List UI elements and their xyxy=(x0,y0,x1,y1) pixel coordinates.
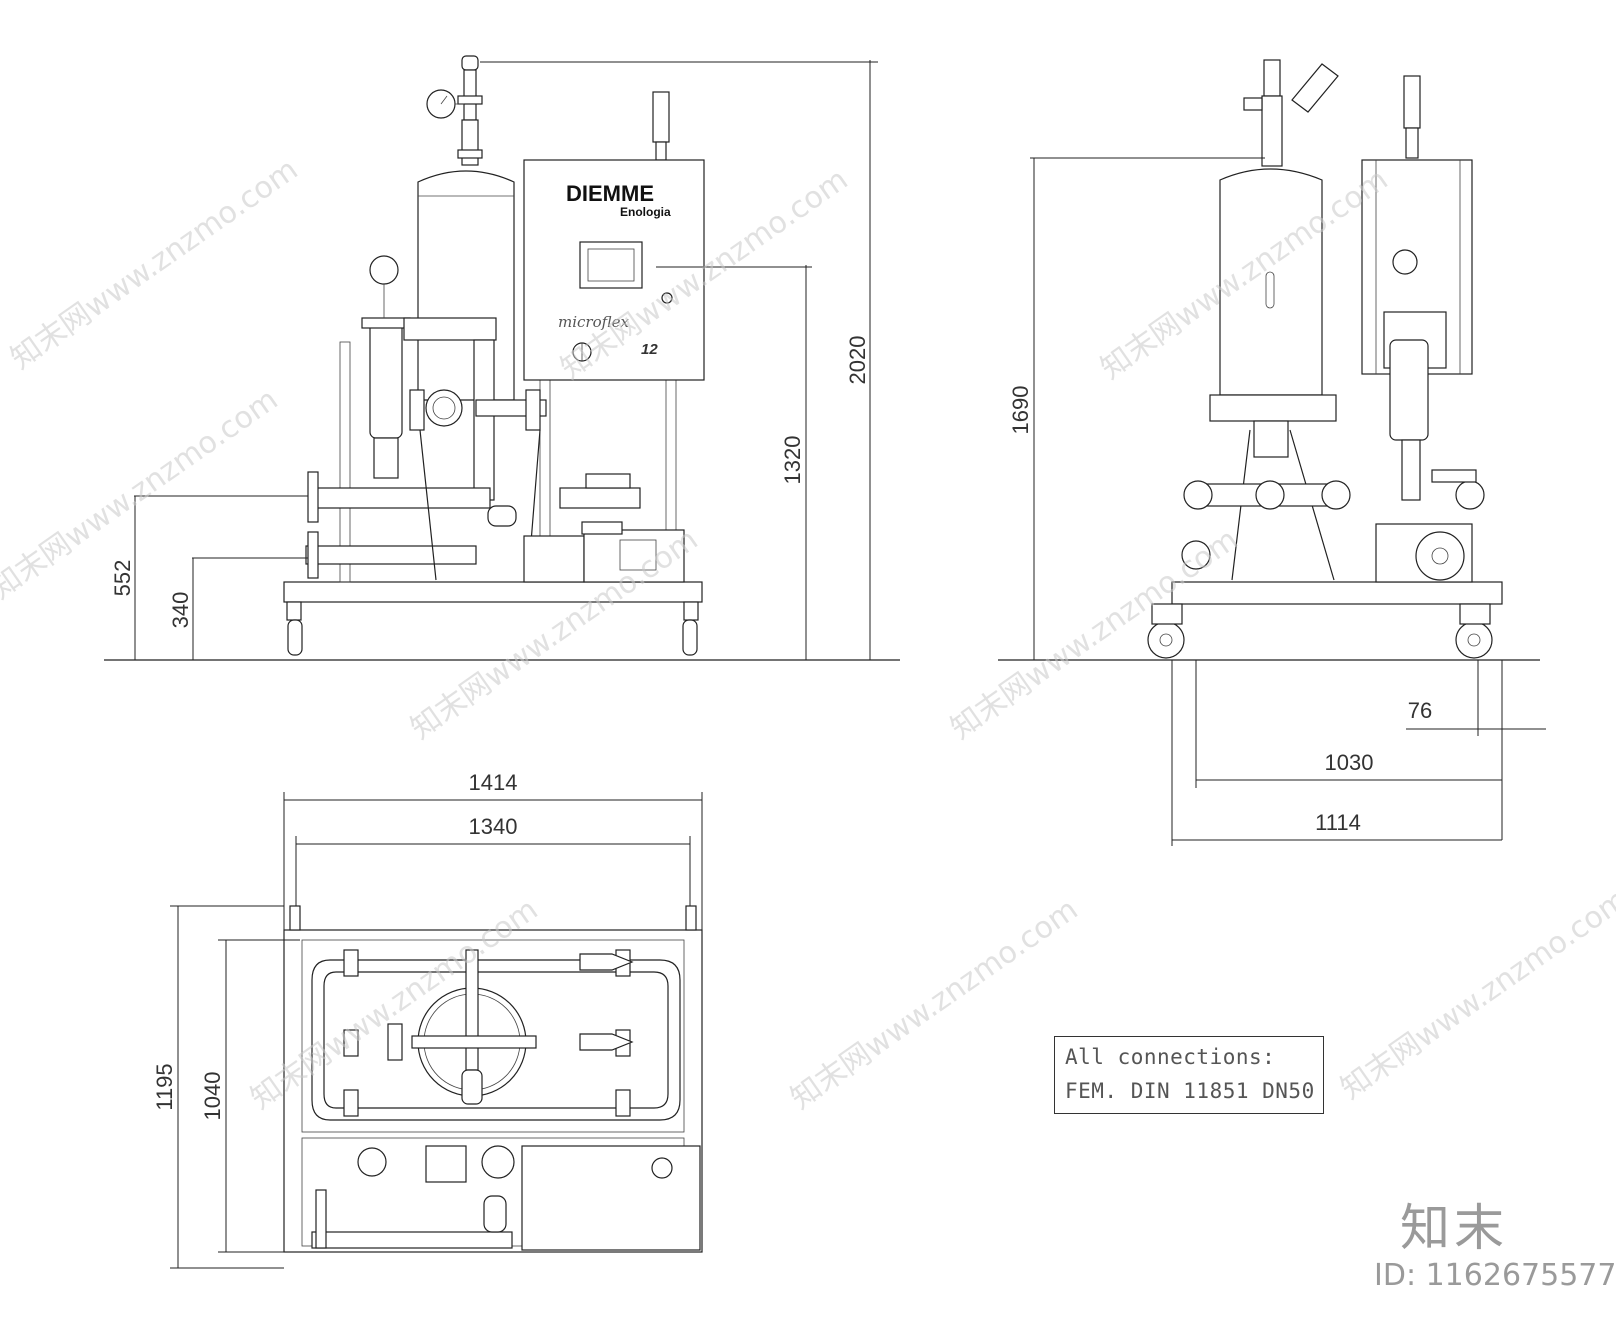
front-filter-housing xyxy=(361,255,411,479)
front-wheel-left xyxy=(286,601,303,656)
front-pump-motor xyxy=(523,521,685,583)
dim-side-tank-height: 1690 xyxy=(1008,157,1265,660)
side-beacon xyxy=(1403,75,1421,159)
side-pump xyxy=(1375,523,1473,583)
image-id: ID: 1162675577 xyxy=(1374,1258,1616,1293)
dim-front-overall-height: 2020 xyxy=(480,60,878,660)
top-valves xyxy=(343,949,634,1117)
watermark-text: 知末网www.znzmo.com xyxy=(785,892,1085,1117)
side-wheel-left xyxy=(1147,603,1185,659)
dim-top-overall-depth: 1195 xyxy=(152,905,284,1269)
side-wheel-right xyxy=(1455,603,1493,659)
dim-front-panel-height: 1320 xyxy=(656,265,812,660)
watermark-text: 知末网www.znzmo.com xyxy=(0,382,284,607)
dim-text-1114: 1114 xyxy=(1315,810,1361,835)
dim-text-76: 76 xyxy=(1408,698,1432,723)
dim-text-1195: 1195 xyxy=(152,1063,177,1110)
top-pipe-loop xyxy=(311,959,681,1121)
dim-top-overall-length: 1414 xyxy=(283,770,703,930)
dim-side-wheel-offset: 76 xyxy=(1406,660,1546,736)
model-script: microflex xyxy=(558,313,630,331)
front-top-valve xyxy=(457,55,483,166)
front-view: DIEMME Enologia microflex 12 xyxy=(104,55,900,661)
dim-text-2020: 2020 xyxy=(845,336,870,385)
watermark-text: 知末网www.znzmo.com xyxy=(5,152,305,377)
dim-top-frame-length: 1340 xyxy=(295,814,691,906)
brand-name: DIEMME xyxy=(566,181,654,206)
top-view: 1414 1340 1195 1040 xyxy=(152,770,703,1269)
side-tank xyxy=(1209,168,1337,581)
top-filter-housing xyxy=(411,949,537,1105)
dim-front-upper-connection: 552 xyxy=(110,495,308,660)
front-wheel-right xyxy=(682,601,699,656)
watermark-text: 知末网www.znzmo.com xyxy=(945,522,1245,747)
side-filter-housing xyxy=(1389,249,1429,501)
side-top-valves xyxy=(1243,59,1339,167)
front-pipework xyxy=(305,317,641,581)
side-view: 1690 76 1030 1114 xyxy=(998,59,1546,846)
watermark-text: 知末网www.znzmo.com xyxy=(1335,882,1616,1107)
dim-text-1414: 1414 xyxy=(469,770,518,795)
front-tank xyxy=(417,170,515,401)
dim-text-1340: 1340 xyxy=(469,814,518,839)
dim-side-frame-width: 1030 xyxy=(1195,660,1503,840)
top-pump-area xyxy=(311,1145,701,1251)
watermark-brand: 知末 xyxy=(1400,1199,1508,1257)
note-line-1: All connections: xyxy=(1065,1045,1276,1069)
front-beacon xyxy=(652,91,670,161)
dim-text-1320: 1320 xyxy=(780,436,805,485)
dim-text-1690: 1690 xyxy=(1008,386,1033,435)
dim-top-frame-depth: 1040 xyxy=(200,939,300,1253)
front-pressure-gauge-top xyxy=(426,89,464,119)
side-pipework xyxy=(1181,469,1485,570)
dim-side-overall-width: 1114 xyxy=(1171,660,1502,846)
dim-text-1040: 1040 xyxy=(200,1072,225,1121)
front-control-cabinet: DIEMME Enologia microflex 12 xyxy=(523,159,705,381)
dim-text-340: 340 xyxy=(168,592,193,629)
dim-text-552: 552 xyxy=(110,560,135,597)
brand-subtitle: Enologia xyxy=(620,205,671,219)
dim-front-lower-connection: 340 xyxy=(168,557,308,660)
connections-note: All connections: FEM. DIN 11851 DN50 xyxy=(1054,1036,1324,1114)
dim-text-1030: 1030 xyxy=(1325,750,1374,775)
note-line-2: FEM. DIN 11851 DN50 xyxy=(1065,1079,1315,1103)
model-number: 12 xyxy=(641,341,658,358)
side-control-cabinet xyxy=(1361,159,1473,375)
